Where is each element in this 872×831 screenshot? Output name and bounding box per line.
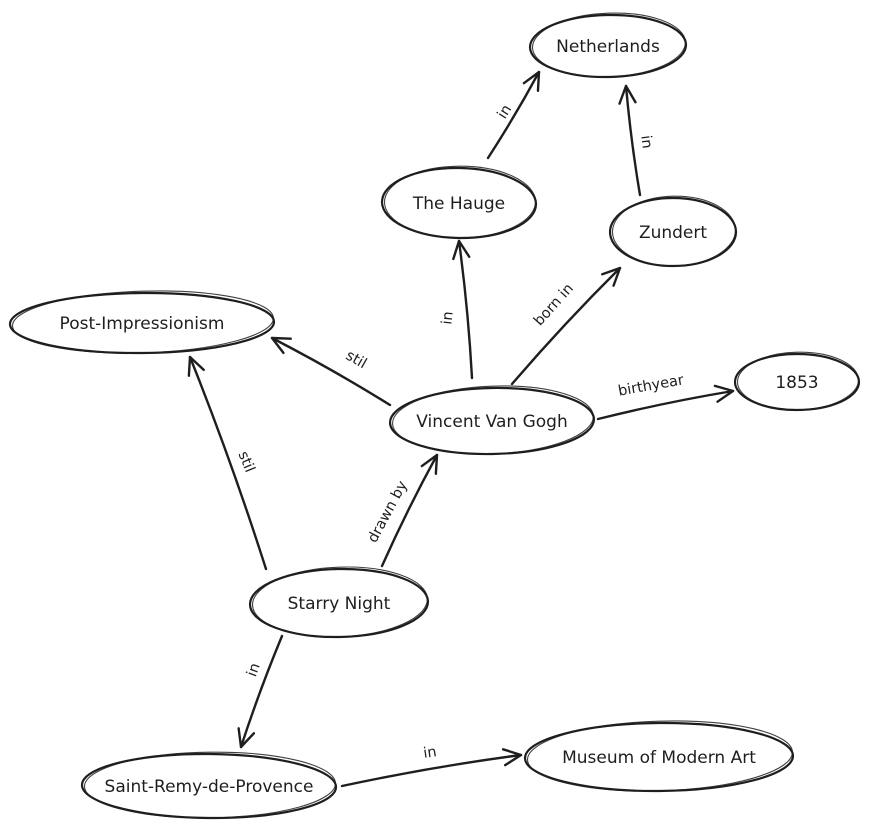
node-label: Netherlands xyxy=(556,37,660,57)
edge-label: stil xyxy=(343,348,369,373)
edge-label: in xyxy=(422,744,437,762)
node-ellipse-sketch xyxy=(83,751,337,819)
node-netherlands: Netherlands xyxy=(528,12,688,79)
arrowhead-icon xyxy=(237,727,256,749)
arrowhead-icon xyxy=(187,355,205,377)
edge-line xyxy=(624,84,642,197)
node-label: Starry Night xyxy=(288,594,391,614)
arrowhead-icon xyxy=(420,453,439,475)
node-ellipse-sketch xyxy=(736,351,860,411)
arrowhead-icon xyxy=(501,748,523,767)
edge-vangogh-bornin-zundert: born in xyxy=(510,266,622,386)
node-label: 1853 xyxy=(775,373,818,393)
node-ellipse-sketch xyxy=(383,165,537,239)
node-the-hauge: The Hauge xyxy=(380,165,538,240)
edge-line xyxy=(486,70,541,160)
edge-starrynight-in-saintremy: in xyxy=(237,634,284,749)
arrowhead-icon xyxy=(522,70,541,92)
edge-line xyxy=(596,389,735,421)
node-post-impressionism: Post-Impressionism xyxy=(8,290,276,355)
node-ellipse-sketch xyxy=(531,12,686,78)
edge-label: in xyxy=(439,311,456,326)
arrowhead-icon xyxy=(452,239,471,261)
edge-line xyxy=(239,634,284,749)
arrowhead-icon xyxy=(601,266,622,287)
node-year-1853: 1853 xyxy=(733,351,861,412)
node-label: Museum of Modern Art xyxy=(562,748,756,768)
edge-hauge-in-netherlands: in xyxy=(486,70,541,160)
edge-line xyxy=(380,453,439,568)
arrowhead-icon xyxy=(713,384,735,403)
node-label: Post-Impressionism xyxy=(60,314,225,334)
edge-line xyxy=(457,239,474,380)
edge-label: in xyxy=(244,661,264,679)
node-vincent-van-gogh: Vincent Van Gogh xyxy=(388,385,596,456)
edge-vangogh-stil-postimpressionism: stil xyxy=(270,336,392,407)
node-ellipse-sketch xyxy=(391,385,594,455)
edge-line xyxy=(270,336,392,407)
edge-starrynight-stil-postimpressionism: stil xyxy=(187,355,268,571)
edge-saintremy-in-moma: in xyxy=(340,744,523,788)
node-museum-of-modern-art: Museum of Modern Art xyxy=(523,720,795,793)
node-ellipse-sketch xyxy=(611,195,737,267)
node-label: Vincent Van Gogh xyxy=(416,412,567,432)
edge-line xyxy=(188,355,268,571)
edge-starrynight-drawnby-vangogh: drawn by xyxy=(365,453,439,568)
node-saint-remy-de-provence: Saint-Remy-de-Provence xyxy=(80,751,338,820)
node-label: Saint-Remy-de-Provence xyxy=(105,777,314,797)
edge-label: drawn by xyxy=(365,478,411,545)
node-label: Zundert xyxy=(639,223,707,243)
edge-vangogh-in-hauge: in xyxy=(439,239,474,380)
node-ellipse-sketch xyxy=(526,720,793,792)
node-ellipse-sketch xyxy=(11,290,274,354)
edge-label: born in xyxy=(531,281,577,329)
node-ellipse-sketch xyxy=(251,566,428,638)
node-starry-night: Starry Night xyxy=(248,566,430,639)
edge-label: birthyear xyxy=(617,372,685,399)
edge-label: stil xyxy=(235,449,258,475)
edge-zundert-in-netherlands: in xyxy=(618,84,655,197)
edge-line xyxy=(510,266,622,386)
arrowhead-icon xyxy=(270,336,292,355)
edge-vangogh-birthyear-1853: birthyear xyxy=(596,372,735,421)
edge-line xyxy=(340,753,523,788)
node-zundert: Zundert xyxy=(608,195,738,268)
arrowhead-icon xyxy=(618,84,637,105)
edge-label: in xyxy=(637,134,654,149)
node-label: The Hauge xyxy=(412,194,505,214)
